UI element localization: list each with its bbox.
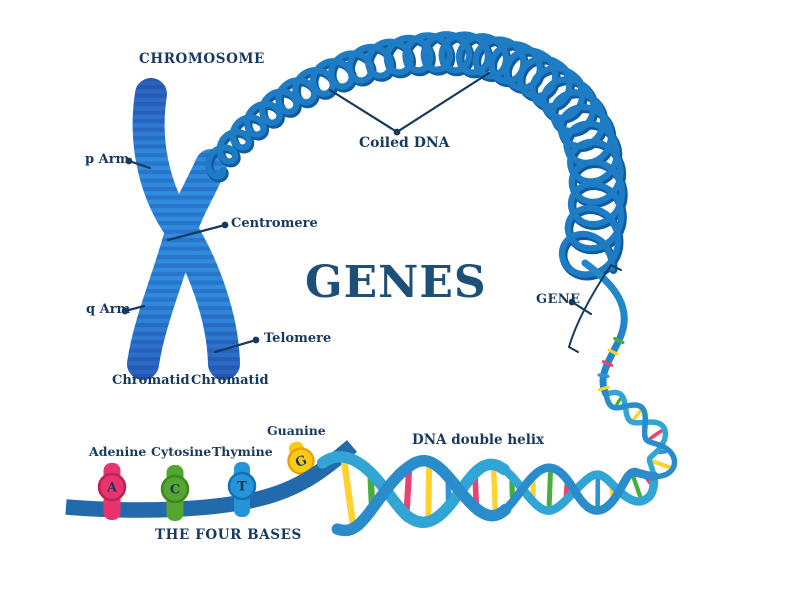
chromatid-left-label: Chromatid xyxy=(112,373,190,388)
base-letter-t: T xyxy=(237,480,247,495)
four-bases-band xyxy=(65,440,358,518)
cytosine-label: Cytosine xyxy=(151,444,212,459)
centromere-label: Centromere xyxy=(231,216,318,231)
gene-bracket xyxy=(567,263,622,353)
chromosome-label: CHROMOSOME xyxy=(139,51,265,67)
gene-strand-illustration xyxy=(581,259,628,398)
pointer-lines xyxy=(121,71,593,354)
telomere-label: Telomere xyxy=(264,331,332,346)
base-letter-c: C xyxy=(170,483,180,498)
chromatid-right-label: Chromatid xyxy=(191,373,269,388)
base-peg-cytosine: C xyxy=(160,465,190,521)
dna-double-helix-illustration xyxy=(316,389,678,537)
thymine-label: Thymine xyxy=(212,444,273,459)
four-bases-heading: THE FOUR BASES xyxy=(155,527,302,543)
coiled-dna-illustration xyxy=(205,31,628,281)
base-letter-a: A xyxy=(106,481,118,496)
q-arm-label: q Arm xyxy=(86,302,131,317)
guanine-label: Guanine xyxy=(267,423,326,438)
page-title: GENES xyxy=(305,257,487,308)
dna-double-helix-label: DNA double helix xyxy=(412,432,545,448)
adenine-label: Adenine xyxy=(89,444,147,459)
base-peg-adenine: A xyxy=(97,463,127,520)
p-arm-label: p Arm xyxy=(85,152,130,167)
gene-label: GENE xyxy=(536,292,581,307)
base-letter-g: G xyxy=(293,453,309,471)
base-peg-thymine: T xyxy=(227,462,257,517)
coiled-dna-label: Coiled DNA xyxy=(359,135,450,151)
